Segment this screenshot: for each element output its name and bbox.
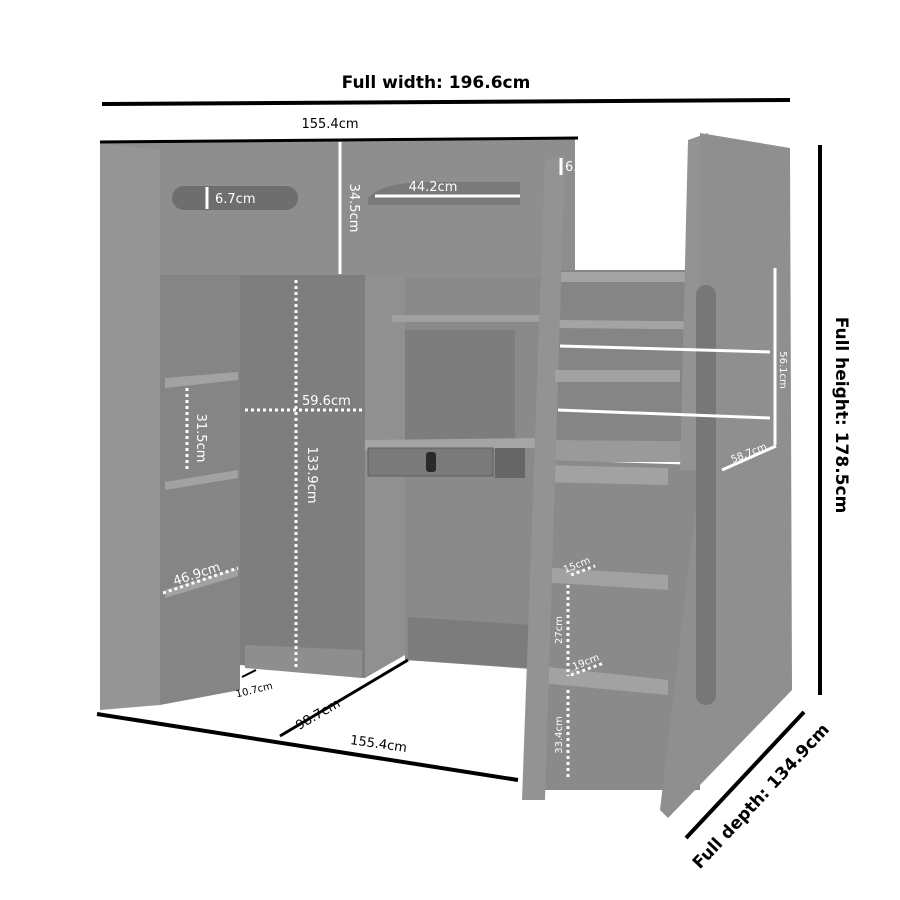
full-width-line	[101, 98, 791, 106]
right-shelf-height-label: 56.1cm	[777, 351, 788, 389]
guard-opening	[368, 182, 520, 205]
full-width-label: Full width: 196.6cm	[342, 73, 531, 93]
shelf-depth-dotted	[162, 566, 239, 595]
wardrobe-floor	[245, 645, 362, 678]
handle-hole-label: 6.7cm	[215, 192, 256, 207]
inner-depth-label: 98.7cm	[293, 696, 343, 733]
top-guard-panel	[100, 138, 575, 278]
step-gap-label: 27cm	[554, 616, 565, 644]
measure-lines	[162, 142, 777, 780]
desk-plinth	[408, 617, 530, 668]
shelf	[165, 470, 238, 490]
desk-mirror-recess	[405, 330, 515, 440]
ladder-step	[555, 370, 680, 382]
plinth-label: 10.7cm	[235, 681, 274, 701]
shelf-gap-label: 31.5cm	[193, 414, 208, 463]
wardrobe-height-label: 133.9cm	[304, 446, 319, 503]
right-depth-line	[721, 444, 777, 472]
bottom-step-label: 33.4cm	[554, 716, 565, 754]
guard-height-label: 34.5cm	[346, 184, 361, 233]
right-shelf-line	[559, 344, 771, 354]
stair-step	[540, 465, 668, 485]
desk-shelf	[392, 315, 545, 322]
dimension-lines	[96, 98, 822, 840]
full-depth-line	[684, 710, 806, 840]
left-shelf-unit	[160, 275, 240, 705]
left-end-panel	[100, 143, 160, 710]
inner-depth-line	[279, 658, 409, 738]
right-shelf-line	[557, 408, 771, 420]
end-panel-cutout	[696, 285, 716, 705]
wardrobe-interior	[240, 275, 365, 678]
top-width-line	[99, 136, 579, 144]
shelf	[165, 568, 238, 598]
loft-bed-illustration	[100, 133, 792, 818]
desk-top	[365, 438, 545, 450]
top-width-label: 155.4cm	[301, 117, 358, 132]
stair-storage-unit	[545, 460, 700, 790]
full-height-label: Full height: 178.5cm	[831, 317, 851, 514]
ladder-gap-label: 6.2cm	[565, 160, 606, 175]
handle-hole	[172, 186, 298, 210]
guard-opening-label: 44.2cm	[409, 180, 458, 195]
bottom-width-label: 155.4cm	[349, 733, 408, 756]
bottom-width-line	[96, 712, 519, 782]
stair-step	[530, 665, 668, 695]
plinth-line	[241, 669, 257, 678]
step-depth-top-dotted	[570, 564, 596, 577]
drawer-handle	[426, 452, 436, 472]
desk-cubby	[495, 448, 525, 478]
stair-step	[538, 567, 668, 590]
right-end-panel	[660, 133, 792, 818]
shelf	[165, 372, 238, 388]
ladder-rail-left	[522, 155, 565, 800]
shelf	[555, 272, 695, 282]
wardrobe-width-label: 59.6cm	[302, 394, 351, 409]
